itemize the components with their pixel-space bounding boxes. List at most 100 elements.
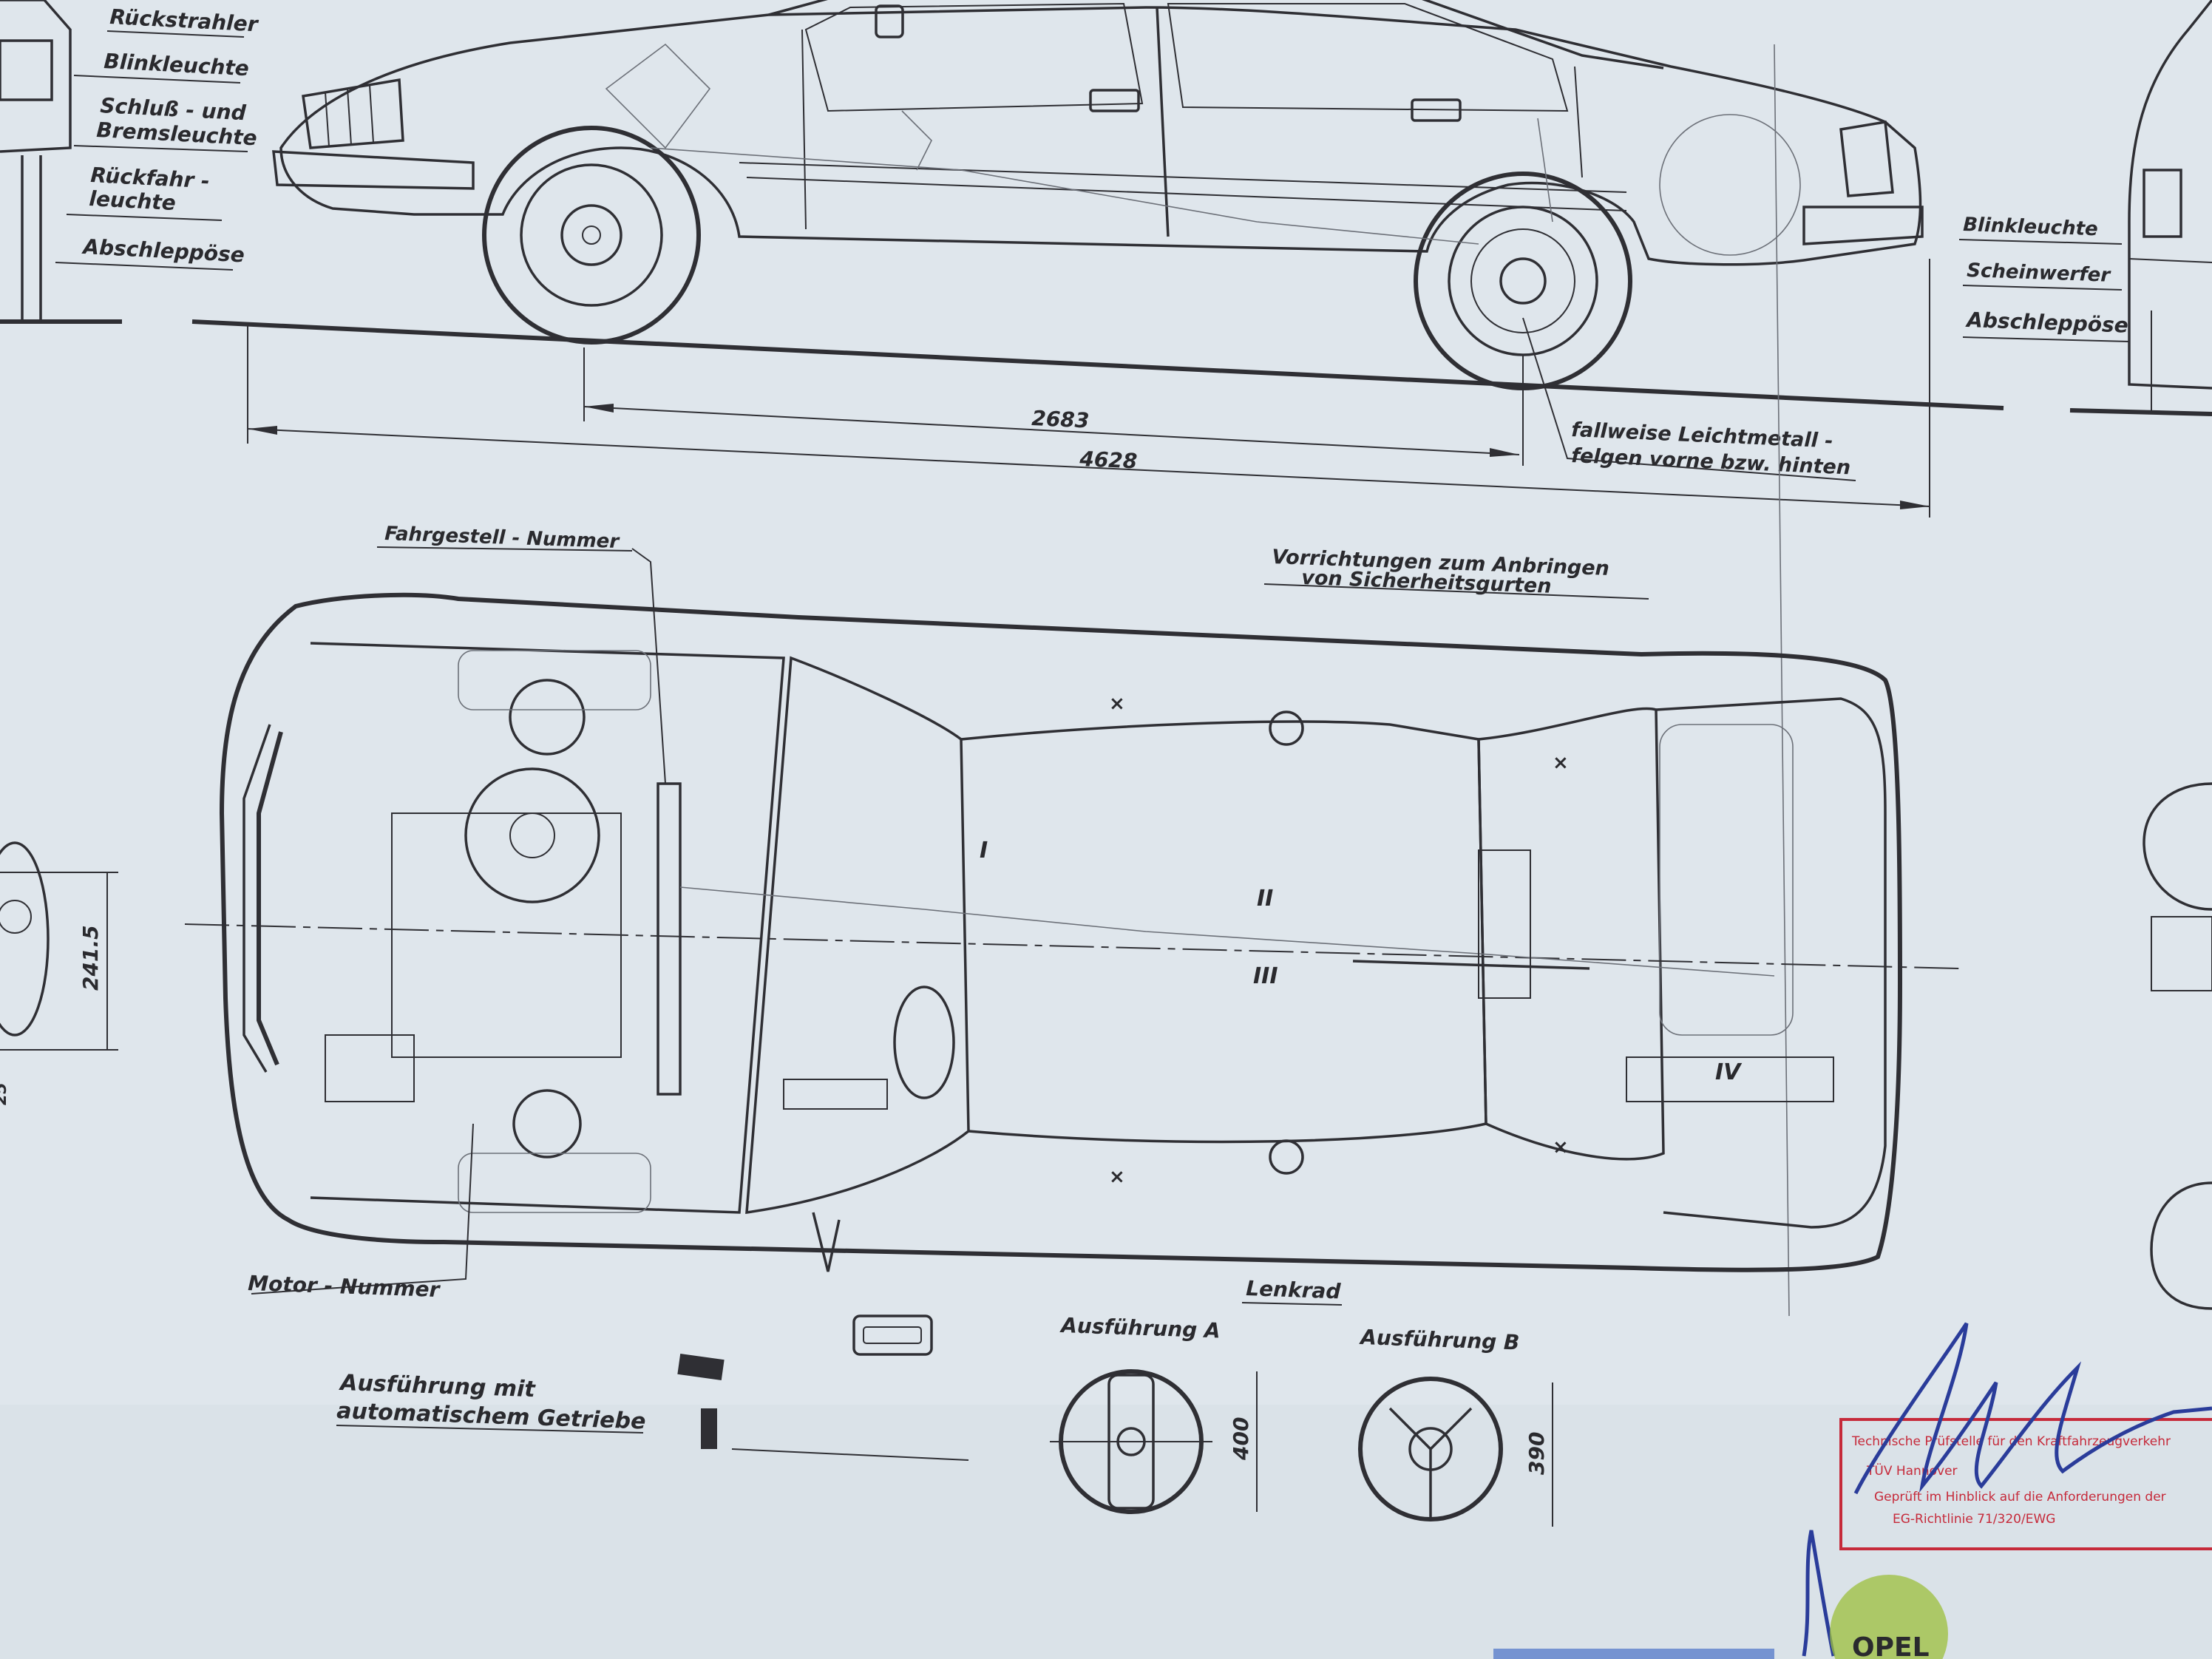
zone-1: I	[980, 838, 988, 864]
leader-motor	[251, 1123, 474, 1295]
underline-vorrichtungen	[1263, 583, 1649, 600]
approval-stamp-frame	[1839, 1418, 2212, 1550]
radiator	[657, 782, 682, 1096]
dim-front-view-small-value: 25	[0, 1082, 10, 1105]
underline-lenkrad	[1241, 1302, 1343, 1306]
rear-bumper	[1802, 206, 1924, 245]
construction-line-vertical	[1774, 44, 1790, 1317]
blue-strip	[1493, 1649, 1774, 1659]
dimension-wheelbase	[583, 347, 1524, 466]
belt-mark-2: ×	[1109, 1166, 1125, 1188]
door-line-front	[801, 29, 807, 230]
underline-rueckfahr	[66, 214, 223, 221]
dim-arrow-len-right	[1900, 501, 1930, 509]
dim-wheelbase-value: 2683	[1031, 406, 1090, 433]
rear-wheel-spokes-outer	[1470, 228, 1575, 333]
dim-arrow-len-left	[248, 426, 277, 435]
leader-fahrgestell	[631, 548, 666, 784]
front-headlight	[302, 78, 404, 149]
dim-length-value: 4628	[1079, 447, 1138, 474]
gear-selector-top	[677, 1353, 725, 1381]
small-emblem	[852, 1314, 933, 1356]
label-rueckfahr-2: leuchte	[89, 186, 177, 215]
rear-window-top	[1477, 707, 1665, 1161]
front-view-partial	[2128, 0, 2212, 390]
signature-2	[1802, 1530, 1836, 1657]
steering-wheel-a	[1050, 1369, 1212, 1514]
label-blinkleuchte-right: Blinkleuchte	[1963, 214, 2098, 240]
steering-wheel-b-hub	[1408, 1427, 1453, 1471]
underline-schluss	[73, 145, 248, 152]
front-wheel-center	[582, 225, 601, 245]
engine-pulley	[464, 767, 600, 903]
headlight-grille-1	[325, 92, 330, 147]
zone-4: IV	[1715, 1059, 1743, 1085]
drive-shaft-ghost	[650, 147, 1479, 245]
side-crease-lower	[746, 177, 1627, 211]
gear-lever-ghost	[901, 110, 932, 171]
left-front-view-partial	[0, 841, 50, 1037]
signature-1	[1853, 1322, 2212, 1495]
rear-light	[1839, 120, 1894, 197]
small-emblem-inner	[863, 1326, 922, 1344]
right-view-partial-body	[2151, 916, 2212, 991]
underline-abschleppoese-left	[55, 262, 234, 271]
underline-automatik	[336, 1425, 644, 1434]
ground-line	[191, 319, 2004, 410]
stamp-line-4: EG-Richtlinie 71/320/EWG	[1893, 1512, 2055, 1527]
rear-view-partial	[0, 0, 72, 153]
door-handle-front	[1089, 89, 1140, 112]
green-stamp	[1830, 1575, 1948, 1659]
front-wheel-well-right	[458, 1153, 651, 1213]
steering-wheel-top	[893, 985, 955, 1099]
underline-fahrgestell	[376, 546, 633, 552]
rear-window	[1167, 3, 1569, 112]
dim-wheel-a-value: 400	[1229, 1417, 1253, 1461]
ground-line-right	[2069, 408, 2212, 416]
differential	[1478, 849, 1531, 999]
side-crease	[739, 162, 1627, 193]
dim-arrow-wb-left	[584, 404, 614, 413]
rear-view-light	[0, 39, 53, 101]
front-wheel-hub	[560, 204, 622, 266]
belt-mark-4: ×	[1553, 1136, 1569, 1158]
trunk-ghost-spare	[1659, 724, 1794, 1036]
front-wheel-well-left	[458, 650, 651, 710]
zone-3: III	[1253, 963, 1278, 989]
steering-wheel-b	[1358, 1377, 1503, 1521]
front-wheel-tire	[482, 126, 701, 345]
belt-mark-3: ×	[1553, 752, 1569, 774]
underline-rueckstrahler	[106, 30, 245, 38]
drive-shaft-top	[679, 886, 1775, 977]
steering-column	[783, 1079, 888, 1110]
dim-front-view-value: 241.5	[78, 925, 103, 991]
door-line-middle	[1156, 7, 1170, 237]
label-abschleppoese-right: Abschleppöse	[1965, 308, 2129, 338]
rear-wheel-hub	[1499, 257, 1547, 305]
dim-arrow-wb-right	[1490, 448, 1519, 457]
front-wheel	[482, 126, 701, 345]
alternator	[509, 679, 586, 756]
underline-blinkleuchte-left	[73, 75, 241, 84]
side-mirror	[875, 4, 904, 38]
door-line-rear	[1574, 66, 1583, 178]
windshield	[745, 656, 970, 1215]
top-view-drawing: × × × × I II III IV Fahrgestell - Nummer…	[0, 523, 2212, 1310]
underline-abschleppoese-right	[1962, 336, 2130, 342]
front-view-bumper	[2128, 258, 2212, 263]
water-pump	[512, 1089, 582, 1158]
car-body-outline	[279, 6, 1922, 266]
dim-wheel-b-value: 390	[1524, 1432, 1549, 1475]
gear-selector-lever	[701, 1408, 717, 1449]
front-window	[804, 2, 1144, 112]
door-handle-rear	[1411, 98, 1462, 122]
right-view-partial-wheel	[2143, 782, 2212, 911]
exhaust-muffler	[1626, 1056, 1834, 1102]
front-strut-ghost	[605, 43, 711, 149]
leader-leichtmetall	[1522, 317, 1856, 481]
stamp-line-2: TÜV Hannover	[1866, 1462, 1958, 1479]
rear-axle	[1352, 960, 1590, 970]
zone-2: II	[1257, 886, 1273, 912]
